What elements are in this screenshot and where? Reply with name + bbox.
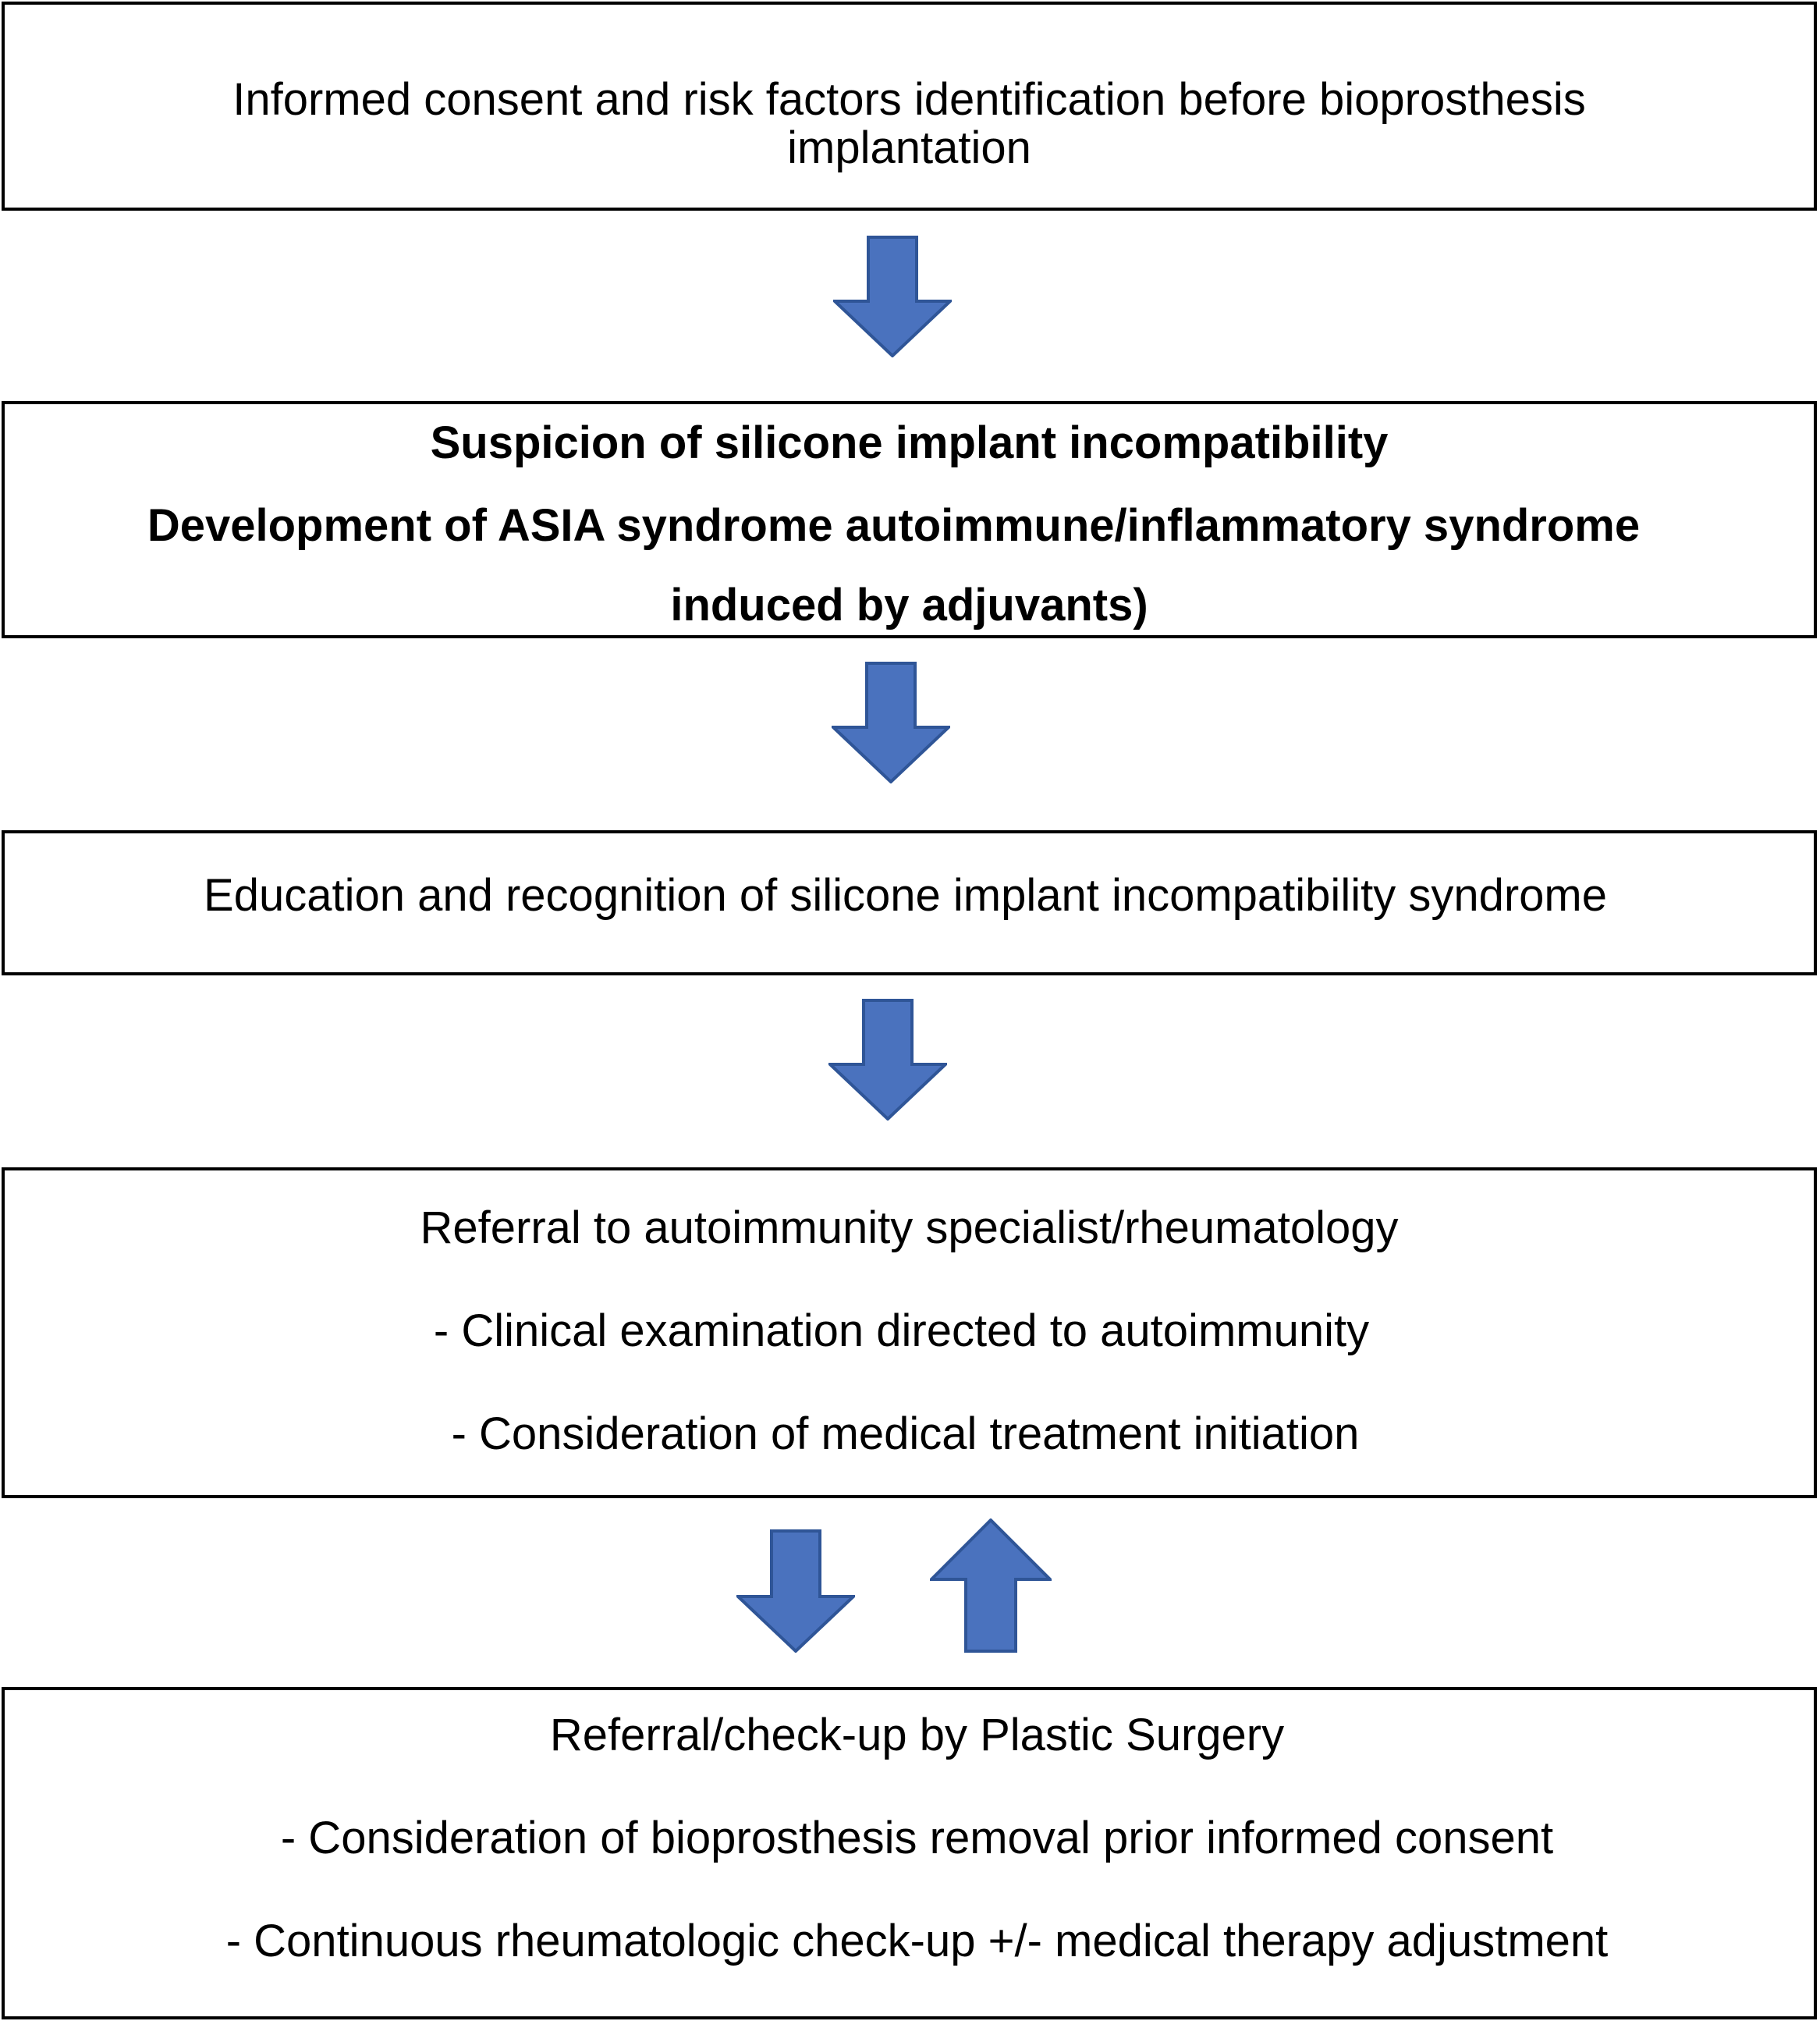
step5-line2: - Consideration of bioprosthesis removal… (280, 1813, 1554, 1863)
step-box-plastic-surgery: Referral/check-up by Plastic Surgery - C… (2, 1687, 1817, 2019)
arrow-up-icon (930, 1518, 1052, 1653)
step2-line3: induced by adjuvants) (670, 580, 1148, 630)
step-box-informed-consent: Informed consent and risk factors identi… (2, 2, 1817, 211)
arrow-down-4-icon (736, 1529, 855, 1653)
step-box-suspicion-asia: Suspicion of silicone implant incompatib… (2, 401, 1817, 638)
step2-line2: Development of ASIA syndrome autoimmune/… (147, 500, 1641, 551)
step4-line3: - Consideration of medical treatment ini… (451, 1408, 1360, 1459)
step4-line2: - Clinical examination directed to autoi… (433, 1305, 1370, 1356)
arrow-down-1-icon (833, 236, 952, 357)
step-box-education: Education and recognition of silicone im… (2, 830, 1817, 975)
step3-line1: Education and recognition of silicone im… (204, 870, 1607, 921)
step2-line1: Suspicion of silicone implant incompatib… (430, 417, 1389, 468)
arrow-down-2-icon (832, 662, 950, 783)
step4-line1: Referral to autoimmunity specialist/rheu… (420, 1202, 1399, 1253)
arrow-down-3-icon (828, 999, 947, 1121)
step5-line1: Referral/check-up by Plastic Surgery (549, 1710, 1285, 1760)
step-box-rheumatology-referral: Referral to autoimmunity specialist/rheu… (2, 1167, 1817, 1498)
step1-line1: Informed consent and risk factors identi… (232, 74, 1586, 125)
step5-line3: - Continuous rheumatologic check-up +/- … (225, 1916, 1609, 1966)
step1-line2: implantation (787, 123, 1031, 173)
